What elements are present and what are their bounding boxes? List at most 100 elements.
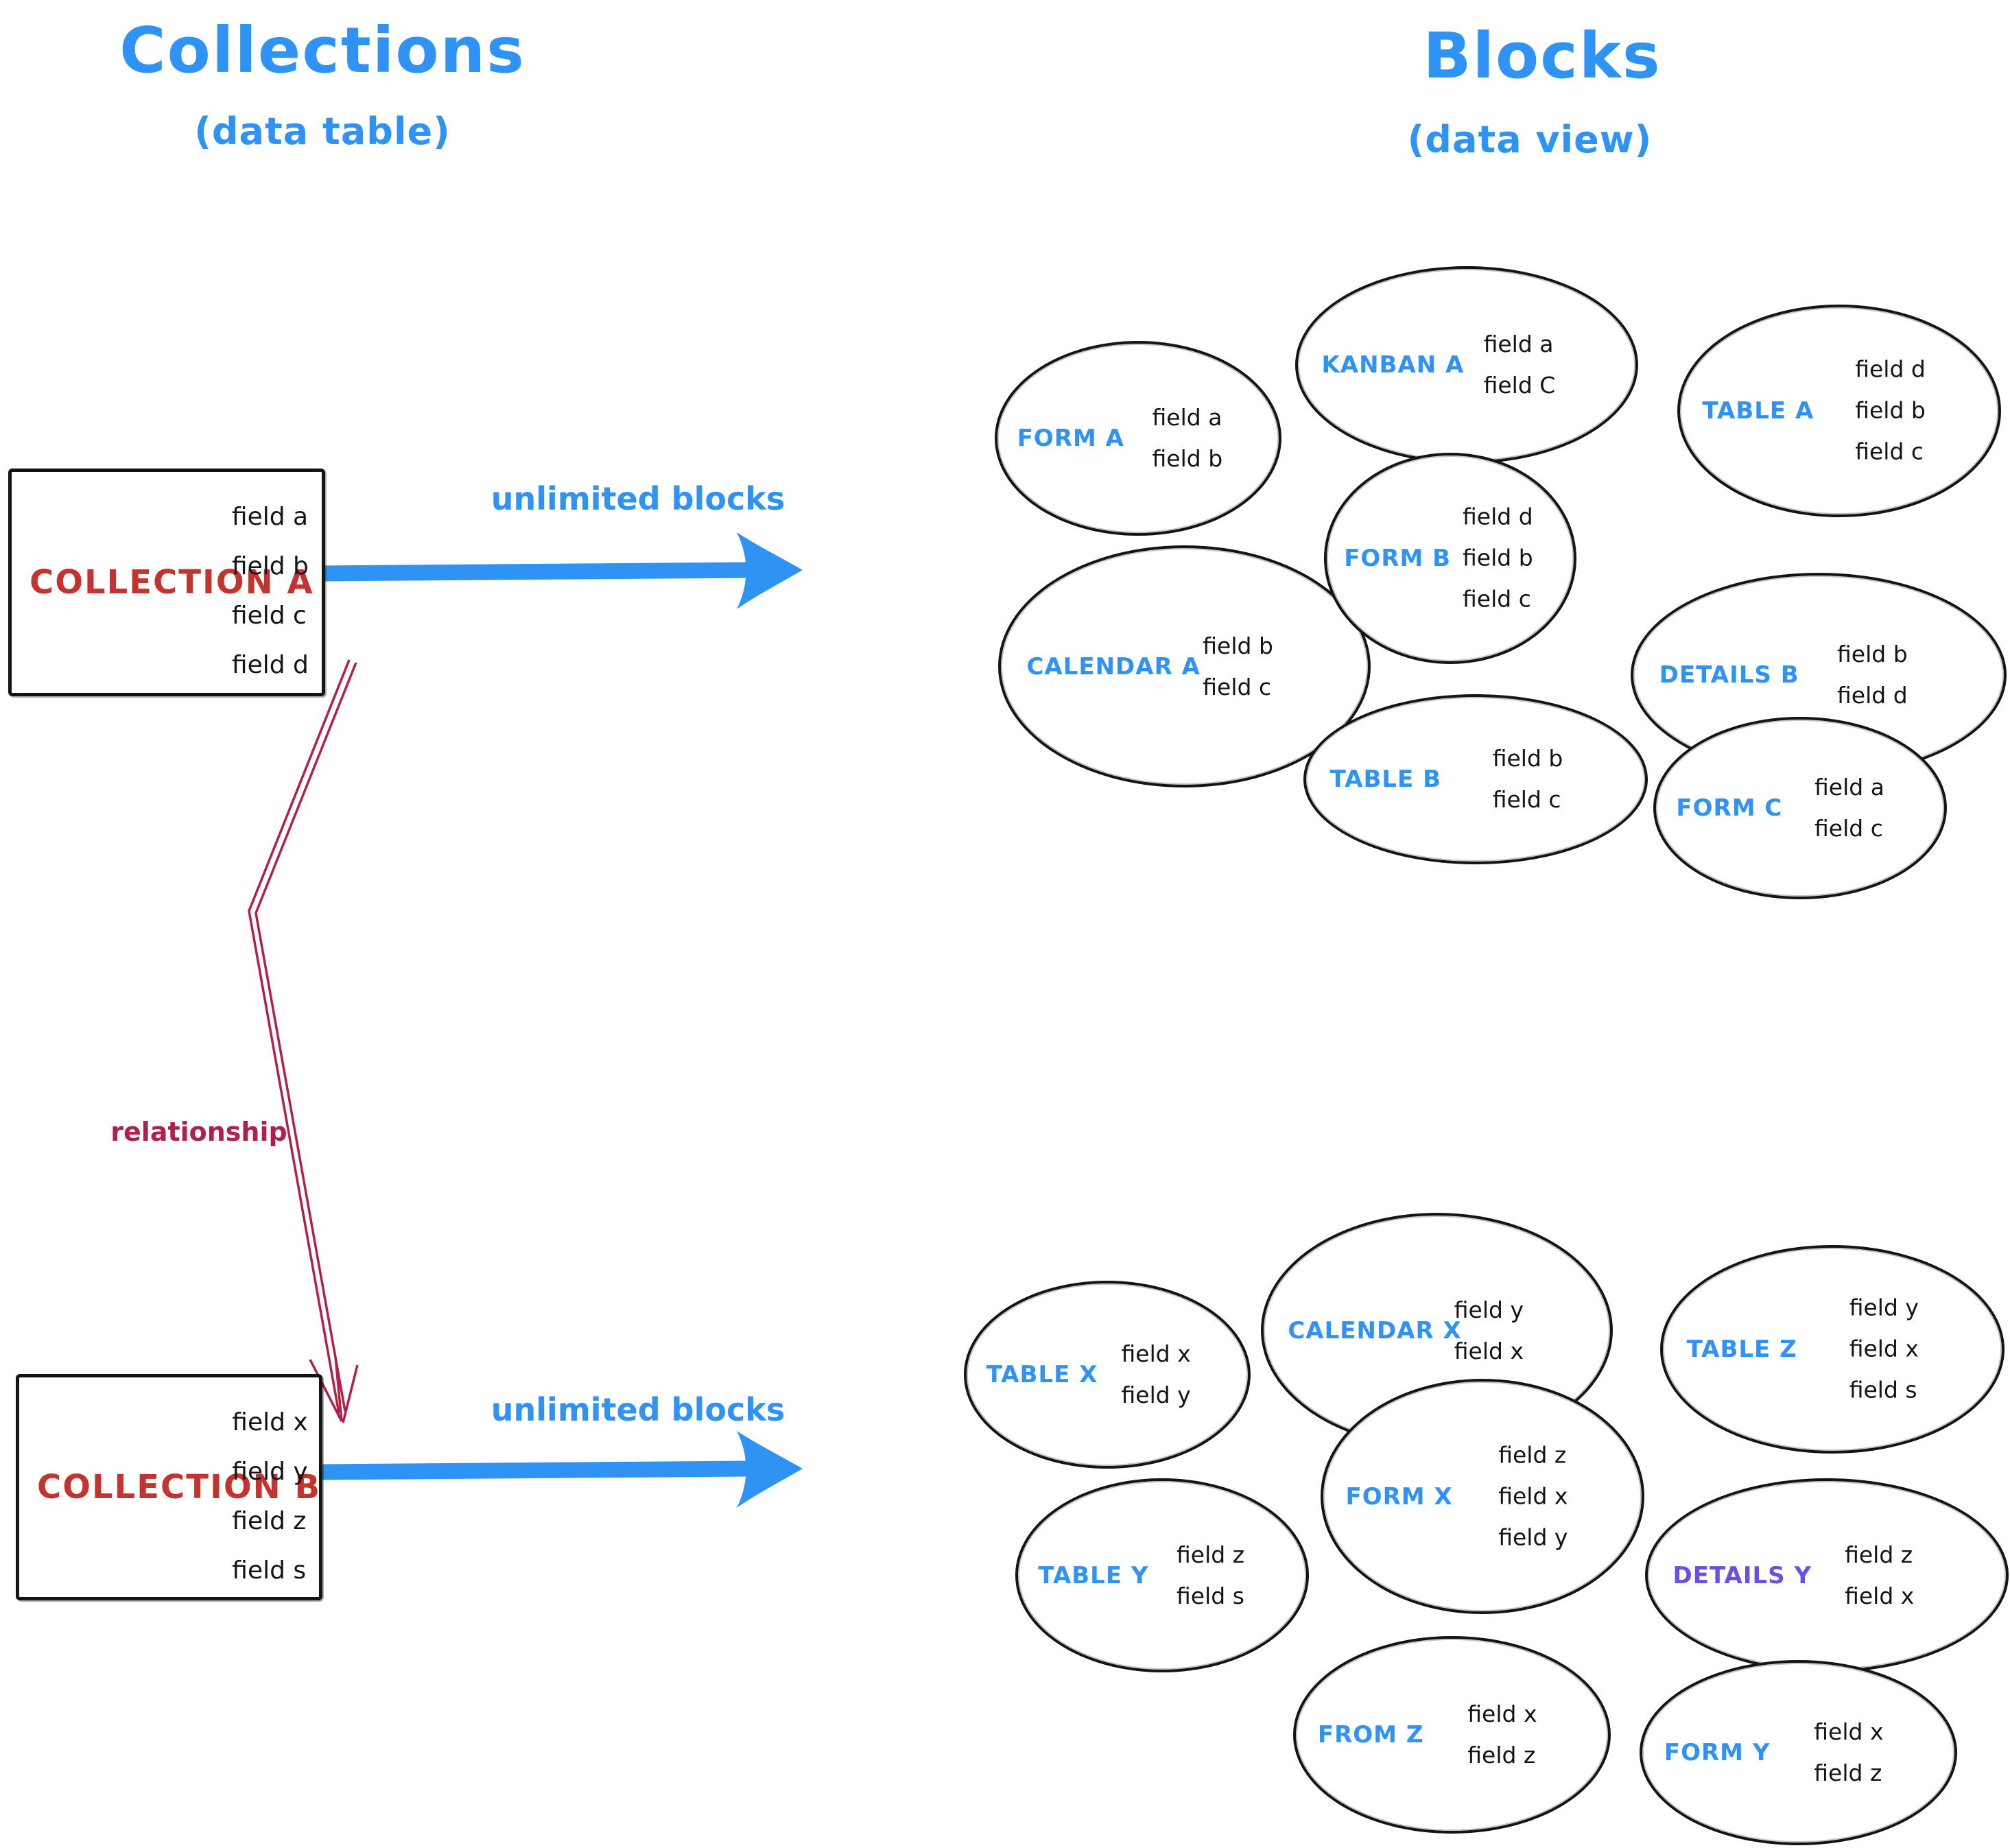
field-item: field z [232,1507,307,1535]
block-fields: field z field s [1177,1539,1244,1611]
collection-a-name: COLLECTION A [29,563,314,602]
field-item: field x [1845,1582,1915,1609]
field-item: field s [1849,1377,1917,1404]
field-item: field x [1467,1700,1537,1727]
block-label: DETAILS Y [1672,1561,1812,1589]
block-label: CALENDAR X [1288,1316,1462,1344]
block-ellipse-kanban-a: KANBAN A field a field C [1295,266,1638,464]
field-item: field x [1498,1482,1568,1510]
block-fields: field z field x field y [1498,1439,1568,1554]
block-fields: field x field z [1467,1698,1537,1771]
field-item: field y [1498,1524,1568,1551]
field-item: field z [1845,1541,1913,1568]
block-fields: field x field y [1122,1338,1191,1411]
block-ellipse-form-c: FORM C field a field c [1653,717,1947,899]
block-label: FORM B [1344,545,1452,572]
field-item: field z [1498,1441,1567,1469]
field-item: field x [1121,1340,1191,1367]
block-label: TABLE A [1702,397,1814,425]
field-item: field c [1492,786,1561,813]
block-ellipse-calendar-a: CALENDAR A field b field c [998,545,1371,787]
field-item: field b [1152,445,1223,472]
field-item: field x [232,1408,308,1436]
collections-subtitle: (data table) [194,110,451,153]
collection-a-box: COLLECTION A field a field b field c fie… [8,469,325,696]
block-label: TABLE X [986,1361,1098,1388]
block-ellipse-details-y: DETAILS Y field z field x [1645,1478,2009,1672]
block-label: FROM Z [1317,1721,1424,1749]
block-label: DETAILS B [1659,661,1799,689]
block-label: FORM X [1345,1482,1453,1511]
field-item: field x [1849,1335,1919,1362]
block-fields: field a field c [1814,772,1884,844]
field-item: field c [1203,673,1272,700]
block-fields: field x field z [1814,1716,1883,1789]
field-item: field C [1483,372,1556,399]
field-item: field d [1463,503,1533,530]
field-item: field a [1483,330,1554,357]
field-item: field c [1463,586,1531,613]
block-fields: field b field c [1203,630,1273,702]
block-fields: field y field x [1454,1294,1524,1366]
unlimited-blocks-arrow-b [311,1431,803,1508]
block-ellipse-table-x: TABLE X field x field y [964,1281,1251,1469]
block-label: KANBAN A [1321,351,1465,379]
field-item: field d [1837,682,1908,709]
field-item: field b [231,552,309,580]
relationship-label: relationship [110,1117,287,1147]
block-fields: field d field b field c [1855,354,1926,469]
blocks-subtitle: (data view) [1407,118,1653,161]
block-label: TABLE B [1329,766,1442,793]
relationship-arrow [248,659,359,1423]
field-item: field b [1855,396,1926,424]
field-item: field d [231,651,309,679]
field-item: field z [1814,1760,1882,1786]
unlimited-blocks-label-b: unlimited blocks [490,1391,785,1428]
field-item: field c [1814,815,1883,842]
collection-b-box: COLLECTION B field x field y field z fie… [16,1374,322,1600]
collection-b-name: COLLECTION B [37,1468,322,1506]
unlimited-blocks-label-a: unlimited blocks [490,480,785,517]
field-item: field b [1492,744,1563,772]
field-item: field x [1814,1718,1884,1745]
field-item: field y [232,1458,308,1486]
field-item: field y [1121,1382,1191,1408]
field-item: field s [1177,1582,1244,1609]
block-label: FORM C [1676,794,1783,822]
field-item: field b [1463,544,1533,571]
block-fields: field z field x [1845,1539,1914,1611]
field-item: field z [1177,1541,1245,1568]
block-ellipse-table-b: TABLE B field b field c [1303,694,1648,864]
block-ellipse-form-a: FORM A field a field b [995,341,1281,536]
block-label: TABLE Z [1686,1336,1797,1363]
blocks-title: Blocks [1423,19,1662,93]
field-item: field y [1454,1296,1524,1323]
block-label: FORM A [1017,425,1124,452]
field-item: field b [1837,640,1908,667]
block-fields: field d field b field c [1463,501,1533,616]
block-ellipse-form-y: FORM Y field x field z [1640,1660,1957,1845]
field-item: field c [1855,438,1924,466]
unlimited-blocks-arrow-a [311,532,803,609]
block-label: CALENDAR A [1026,652,1201,680]
collections-title: Collections [119,14,525,87]
collection-a-fields: field a field b field c field d [232,493,309,690]
field-item: field a [1814,773,1884,801]
field-item: field y [1849,1294,1919,1321]
block-ellipse-form-b: FORM B field d field b field c [1324,453,1576,664]
field-item: field b [1203,632,1273,659]
block-fields: field a field C [1484,329,1556,401]
block-ellipse-table-y: TABLE Y field z field s [1015,1478,1309,1672]
block-fields: field a field b [1152,402,1223,475]
block-fields: field b field d [1837,639,1908,711]
block-ellipse-table-z: TABLE Z field y field x field s [1660,1245,2005,1454]
block-fields: field y field x field s [1849,1292,1919,1407]
collection-b-fields: field x field y field z field s [232,1398,307,1596]
field-item: field a [1152,403,1222,431]
block-ellipse-table-a: TABLE A field d field b field c [1677,305,2001,517]
field-item: field a [231,503,309,531]
field-item: field d [1855,355,1926,383]
field-item: field x [1454,1337,1524,1364]
field-item: field z [1467,1742,1536,1768]
